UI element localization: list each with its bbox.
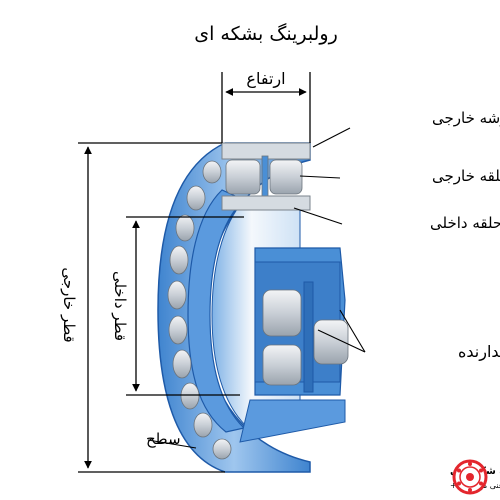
- inner-ring-label: حلقه داخلی: [430, 214, 500, 232]
- outer-diameter-label: قطر خارجی: [60, 267, 78, 342]
- inner-diameter-label: قطر داخلی: [111, 271, 129, 341]
- cage-label: نگهدارنده: [458, 342, 500, 362]
- bearing-logo-icon: [452, 459, 488, 495]
- top-inner-ring-section: [221, 195, 311, 211]
- surface-label: سطح: [146, 430, 181, 448]
- footer-brand: فروشگاه بلبرینگ شکرالهی مشاوره و خدمات ف…: [450, 459, 500, 495]
- bearing-illustration: [157, 142, 349, 473]
- leader-lines: [147, 127, 366, 449]
- bottom-lip: [239, 399, 346, 443]
- roller-row-left: [167, 160, 232, 460]
- dimension-lines: [78, 72, 311, 473]
- outer-corner-label: گوشه خارجی: [432, 109, 500, 127]
- diagram-title: رولبرینگ بشکه ای: [194, 23, 338, 45]
- right-rollers: [262, 289, 349, 386]
- height-label: ارتفاع: [246, 69, 285, 89]
- outer-ring-label: حلقه خارجی: [432, 167, 500, 185]
- top-rollers: [225, 155, 303, 197]
- cage-bar: [303, 281, 314, 393]
